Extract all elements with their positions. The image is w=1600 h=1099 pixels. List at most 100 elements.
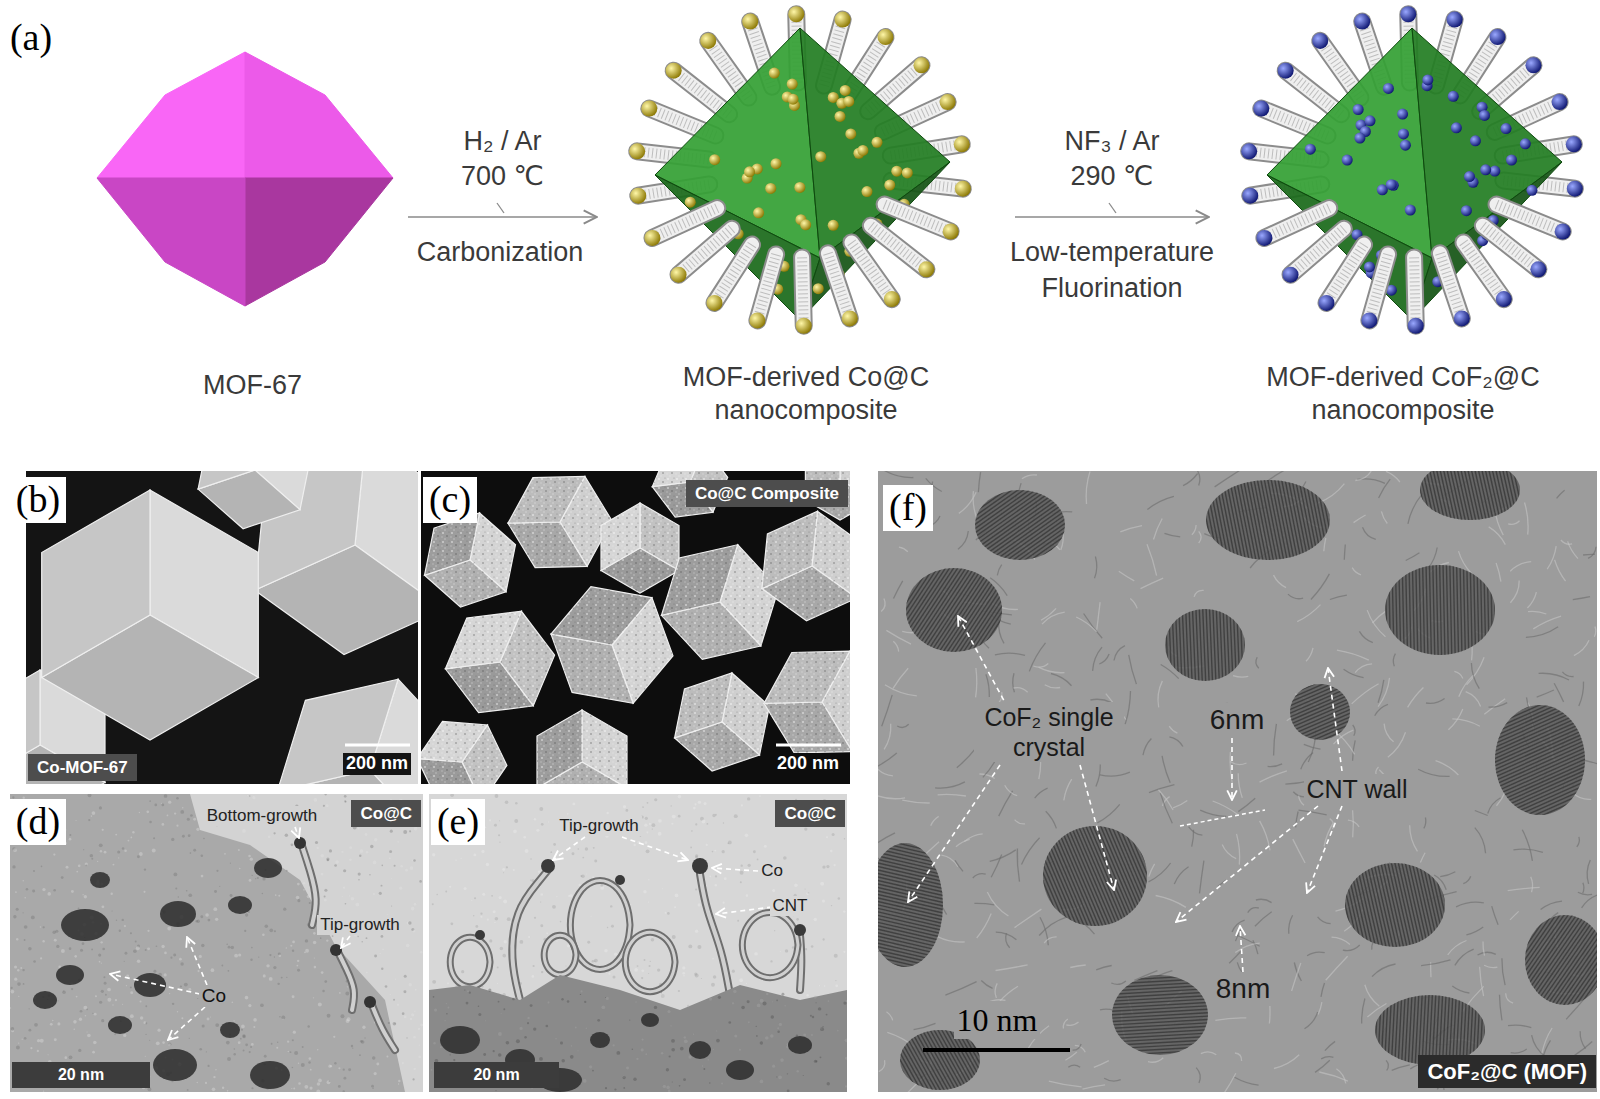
image-grain <box>99 843 103 847</box>
image-grain <box>153 837 155 839</box>
image-grain <box>419 880 422 883</box>
image-grain <box>251 1043 254 1046</box>
nanotube-wall <box>1414 257 1416 325</box>
image-grain <box>126 985 127 986</box>
image-grain <box>262 893 263 894</box>
image-grain <box>610 905 612 907</box>
tem-panel <box>10 794 423 1092</box>
metal-particle <box>918 261 934 277</box>
leader-arrow <box>187 937 207 985</box>
nanotube-body <box>1369 254 1388 320</box>
image-grain <box>833 864 835 866</box>
image-grain <box>494 922 495 923</box>
graphene-fringe <box>995 983 997 998</box>
image-grain <box>88 819 90 821</box>
image-grain <box>408 921 411 924</box>
image-grain <box>271 1043 273 1045</box>
cobalt-particle <box>254 858 282 878</box>
image-grain <box>130 986 132 988</box>
image-grain <box>528 936 530 938</box>
image-grain <box>541 971 543 973</box>
image-grain <box>579 884 581 886</box>
crystal-texture <box>551 587 652 645</box>
image-grain <box>34 1023 38 1027</box>
image-grain <box>658 832 662 836</box>
crystal-texture <box>764 702 850 753</box>
graphene-fringe <box>1332 937 1350 944</box>
image-grain <box>601 1005 605 1009</box>
graphene-fringe <box>887 1012 893 1021</box>
image-grain <box>145 1034 146 1035</box>
image-grain <box>650 961 651 962</box>
image-grain <box>493 1050 495 1052</box>
image-grain <box>648 901 649 902</box>
image-grain <box>412 930 415 933</box>
image-grain <box>285 834 288 837</box>
image-grain <box>366 851 369 854</box>
image-grain <box>682 966 685 969</box>
image-grain <box>369 874 370 875</box>
image-grain <box>679 1085 681 1087</box>
image-grain <box>196 828 199 831</box>
image-grain <box>447 982 449 984</box>
image-grain <box>503 1008 505 1010</box>
embedded-particle <box>857 145 868 156</box>
image-grain <box>485 1020 486 1021</box>
vacuum-region <box>190 794 423 1092</box>
image-grain <box>234 1048 236 1050</box>
image-grain <box>343 886 345 888</box>
image-grain <box>567 813 569 815</box>
hrtem-background <box>878 471 1597 1092</box>
leader-arrow <box>341 936 350 948</box>
metal-particle <box>1312 33 1328 49</box>
image-grain <box>652 823 656 827</box>
image-grain <box>832 833 835 836</box>
image-grain <box>623 805 626 808</box>
image-grain <box>433 996 435 998</box>
image-grain <box>504 940 507 943</box>
image-grain <box>107 988 111 992</box>
graphene-fringe <box>1555 560 1566 581</box>
image-grain <box>379 892 382 895</box>
nanotube-hatch <box>1369 254 1388 320</box>
image-grain <box>277 983 279 985</box>
image-grain <box>208 919 211 922</box>
graphene-fringe <box>1238 798 1255 811</box>
embedded-particle <box>1365 115 1376 126</box>
image-grain <box>282 1019 283 1020</box>
image-grain <box>125 952 128 955</box>
graphene-fringe <box>1511 1049 1527 1053</box>
image-grain <box>54 1038 57 1041</box>
nanotube-hatch <box>851 242 891 299</box>
image-grain <box>778 1075 782 1079</box>
image-grain <box>278 895 280 897</box>
image-grain <box>188 893 192 897</box>
image-grain <box>104 982 107 985</box>
image-grain <box>569 894 573 898</box>
image-grain <box>14 978 17 981</box>
image-grain <box>524 1036 526 1038</box>
image-grain <box>641 977 643 979</box>
image-grain <box>756 1026 757 1027</box>
image-grain <box>57 1022 60 1025</box>
image-grain <box>414 1011 415 1012</box>
image-grain <box>30 1047 32 1049</box>
image-grain <box>572 852 575 855</box>
graphene-fringe <box>1578 892 1592 895</box>
crystal-texture <box>445 662 533 713</box>
cobalt-particle <box>33 991 57 1009</box>
image-grain <box>127 840 129 842</box>
image-grain <box>727 843 729 845</box>
image-grain <box>709 997 712 1000</box>
image-grain <box>62 990 66 994</box>
embedded-particle <box>834 111 845 122</box>
image-grain <box>320 937 322 939</box>
image-grain <box>473 915 474 916</box>
image-grain <box>187 818 190 821</box>
metal-particle <box>666 63 682 79</box>
image-grain <box>305 939 308 942</box>
image-grain <box>298 1082 301 1085</box>
image-grain <box>269 928 273 932</box>
image-grain <box>586 1027 587 1028</box>
graphene-fringe <box>1029 643 1045 672</box>
